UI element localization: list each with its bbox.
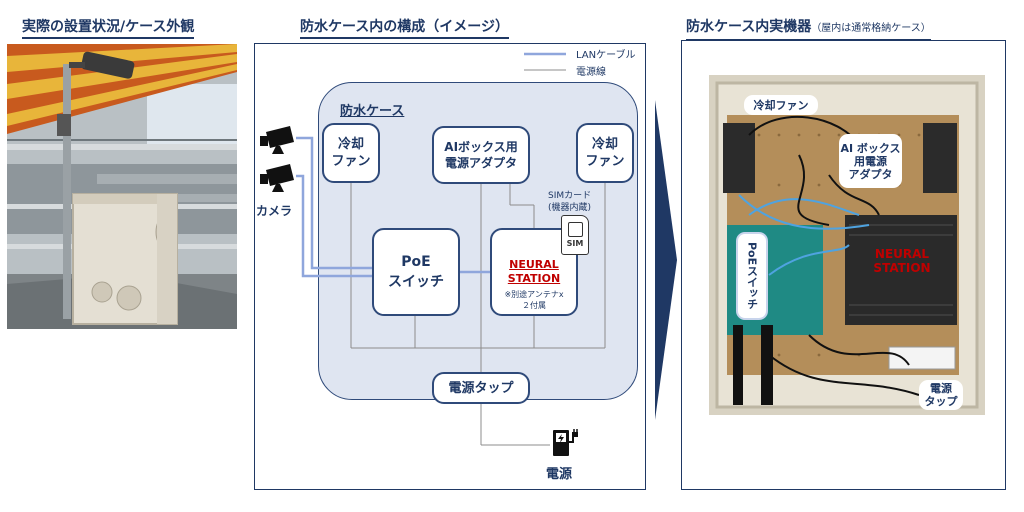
flow-arrow-icon — [655, 100, 677, 420]
cooling-fan-left: 冷却 ファン — [322, 123, 380, 183]
sim-card-label: SIMカード (機器内蔵) — [548, 191, 592, 213]
camera-label: カメラ — [256, 204, 293, 218]
left-section-title: 実際の設置状況/ケース外観 — [22, 18, 195, 39]
case-label: 防水ケース — [340, 104, 405, 119]
power-outlet-icon — [553, 429, 578, 456]
photo-label-power-adapter: AI ボックス 用電源 アダプタ — [839, 134, 902, 188]
photo-label-cooling-fan: 冷却ファン — [744, 95, 818, 115]
photo-label-poe-switch: PoEスイッチ — [736, 232, 768, 320]
ai-box-power-adapter-label: AIボックス用 電源アダプタ — [444, 140, 518, 170]
middle-section-title: 防水ケース内の構成（イメージ） — [300, 18, 510, 39]
sim-card-icon: SIM — [561, 215, 589, 255]
neural-station: NEURAL STATION ※別途アンテナx ２付属 — [490, 228, 578, 316]
cooling-fan-right: 冷却 ファン — [576, 123, 634, 183]
legend-lan: LANケーブル — [576, 50, 636, 61]
legend-lines — [524, 52, 566, 71]
photo-label-poe-switch-text: PoEスイッチ — [745, 242, 759, 310]
power-tap-label: 電源タップ — [448, 380, 514, 396]
cooling-fan-right-label: 冷却 ファン — [585, 137, 625, 169]
neural-station-label: NEURAL STATION — [507, 258, 561, 285]
ai-box-power-adapter: AIボックス用 電源アダプタ — [432, 126, 530, 184]
right-title-main: 防水ケース内実機器 — [686, 19, 812, 35]
cooling-fan-left-label: 冷却 ファン — [331, 137, 371, 169]
sim-chip-text: SIM — [566, 239, 584, 248]
photo-label-neural-station: NEURAL STATION — [873, 247, 931, 275]
camera-icon — [260, 126, 294, 192]
installation-photo — [7, 44, 237, 329]
power-source-label: 電源 — [546, 467, 573, 482]
poe-switch-label: PoE スイッチ — [388, 254, 444, 290]
neural-station-note: ※別途アンテナx ２付属 — [504, 290, 564, 310]
photo-label-power-tap: 電源 タップ — [919, 380, 963, 410]
right-title-note: （屋内は通常格納ケース） — [811, 23, 931, 34]
legend-power: 電源線 — [576, 67, 606, 78]
power-tap: 電源タップ — [432, 372, 530, 404]
poe-switch: PoE スイッチ — [372, 228, 460, 316]
